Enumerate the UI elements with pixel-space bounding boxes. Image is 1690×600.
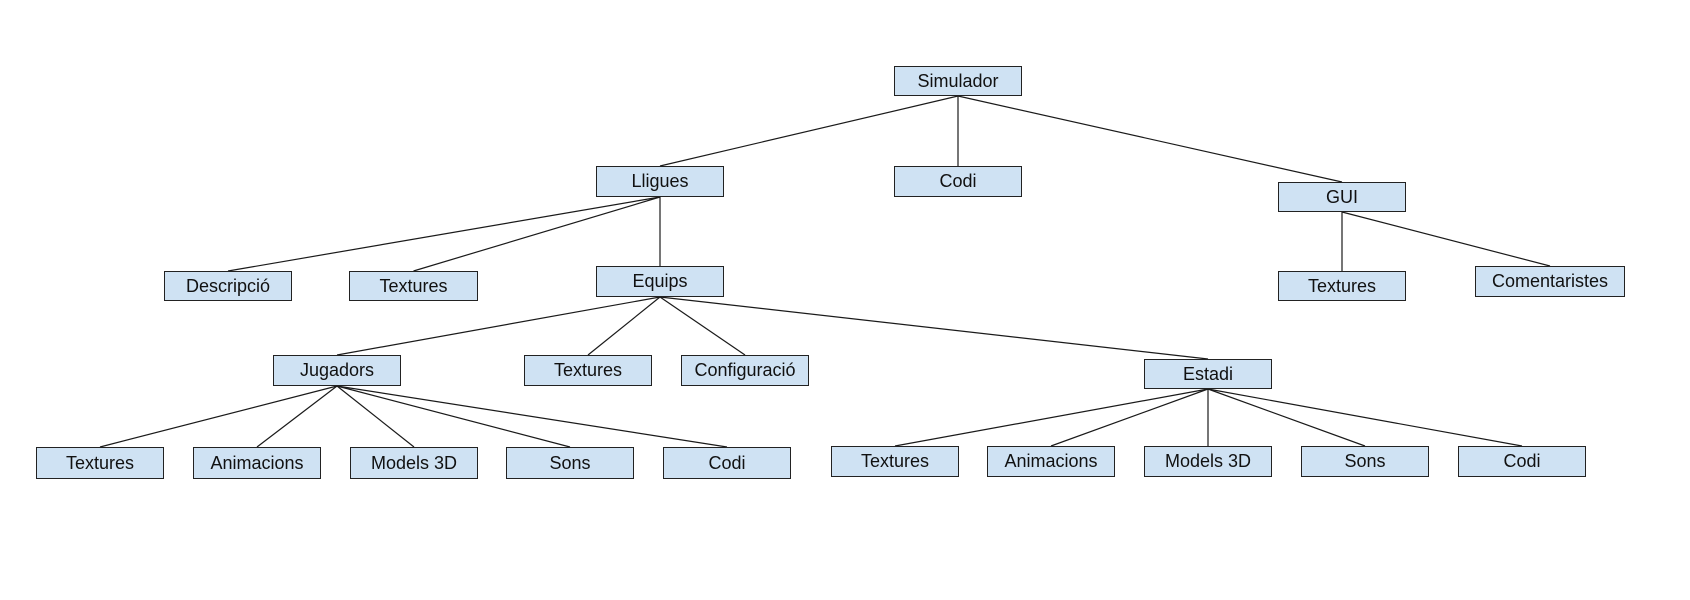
edge-estadi-to-est-codi xyxy=(1207,388,1523,447)
edge-jugadors-to-jug-animacions xyxy=(256,385,338,448)
edge-equips-to-equips-textures xyxy=(587,296,661,356)
node-estadi-models-3d: Models 3D xyxy=(1144,446,1272,477)
edge-estadi-to-est-textures xyxy=(894,388,1209,447)
node-equips-textures: Textures xyxy=(524,355,652,386)
node-codi: Codi xyxy=(894,166,1022,197)
edge-equips-to-configuracio xyxy=(659,296,746,356)
node-jugadors: Jugadors xyxy=(273,355,401,386)
node-jugadors-codi: Codi xyxy=(663,447,791,479)
node-gui-textures: Textures xyxy=(1278,271,1406,301)
node-descripcio: Descripció xyxy=(164,271,292,301)
edge-equips-to-jugadors xyxy=(336,296,661,356)
node-estadi-textures: Textures xyxy=(831,446,959,477)
edge-jugadors-to-jug-sons xyxy=(336,385,571,448)
edge-simulador-to-lligues xyxy=(659,95,959,167)
edge-lligues-to-lligues-textures xyxy=(413,196,661,272)
node-estadi-animacions: Animacions xyxy=(987,446,1115,477)
node-estadi: Estadi xyxy=(1144,359,1272,389)
node-jugadors-models-3d: Models 3D xyxy=(350,447,478,479)
node-gui: GUI xyxy=(1278,182,1406,212)
node-comentaristes: Comentaristes xyxy=(1475,266,1625,297)
node-estadi-sons: Sons xyxy=(1301,446,1429,477)
edge-jugadors-to-jug-codi xyxy=(336,385,728,448)
node-lligues-textures: Textures xyxy=(349,271,478,301)
node-lligues: Lligues xyxy=(596,166,724,197)
edge-estadi-to-est-sons xyxy=(1207,388,1366,447)
edge-gui-to-comentaristes xyxy=(1341,211,1551,267)
node-estadi-codi: Codi xyxy=(1458,446,1586,477)
edge-equips-to-estadi xyxy=(659,296,1209,360)
node-jugadors-textures: Textures xyxy=(36,447,164,479)
edge-simulador-to-gui xyxy=(957,95,1343,183)
edge-jugadors-to-jug-models3d xyxy=(336,385,415,448)
node-jugadors-sons: Sons xyxy=(506,447,634,479)
edge-lligues-to-descripcio xyxy=(227,196,661,272)
node-simulador: Simulador xyxy=(894,66,1022,96)
node-jugadors-animacions: Animacions xyxy=(193,447,321,479)
edge-estadi-to-est-animacions xyxy=(1050,388,1209,447)
node-configuracio: Configuració xyxy=(681,355,809,386)
edge-jugadors-to-jug-textures xyxy=(99,385,338,448)
node-equips: Equips xyxy=(596,266,724,297)
